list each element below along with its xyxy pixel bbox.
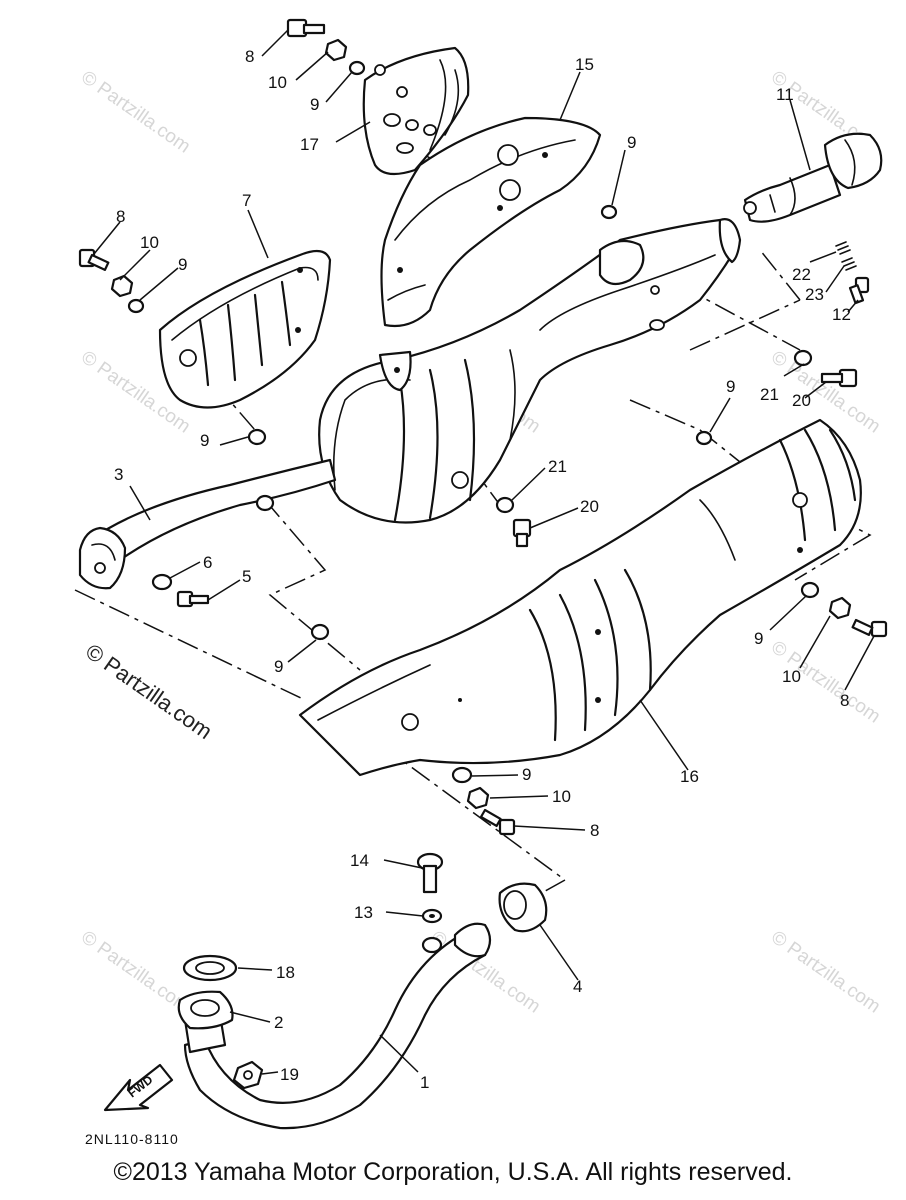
callout-9: 9 <box>178 255 187 274</box>
watermark-main: © Partzilla.com <box>81 639 217 745</box>
callout-17: 17 <box>300 135 319 154</box>
washer-9-top <box>348 60 366 76</box>
washer-9-right-mid <box>695 430 713 446</box>
callout-23: 23 <box>805 285 824 304</box>
spring-22 <box>835 241 851 255</box>
watermark-faint: © Partzilla.com <box>77 67 194 158</box>
washer-9-bottom <box>451 766 473 784</box>
bolt-8-left <box>78 248 110 271</box>
callout-21: 21 <box>548 457 567 476</box>
callout-3: 3 <box>114 465 123 484</box>
exhaust-joint-4 <box>498 882 548 933</box>
callout-9: 9 <box>310 95 319 114</box>
callout-21: 21 <box>760 385 779 404</box>
callout-12: 12 <box>832 305 851 324</box>
callout-10: 10 <box>552 787 571 806</box>
bolt-20-right <box>820 368 858 388</box>
spring-23 <box>841 257 857 271</box>
washer-9-low <box>310 623 330 641</box>
washer-21-center <box>495 496 515 514</box>
leader-lines <box>93 29 875 1075</box>
callout-8: 8 <box>590 821 599 840</box>
fwd-arrow-icon: FWD <box>103 1063 174 1112</box>
bolt-20-center <box>512 518 532 548</box>
bolt-8-top <box>286 18 326 38</box>
collar <box>421 936 443 954</box>
callout-14: 14 <box>350 851 369 870</box>
nut-10-top <box>324 38 348 62</box>
callout-8: 8 <box>116 207 125 226</box>
flange-2 <box>177 990 234 1030</box>
washer-6 <box>151 573 173 591</box>
silencer-cover-16 <box>298 418 862 777</box>
heat-guard-17 <box>362 46 470 176</box>
callout-16: 16 <box>680 767 699 786</box>
washer-13 <box>421 908 443 924</box>
washer-9-right-top <box>600 204 618 220</box>
callout-10: 10 <box>268 73 287 92</box>
callout-8: 8 <box>245 47 254 66</box>
watermark-faint: © Partzilla.com <box>767 927 884 1018</box>
callout-8: 8 <box>840 691 849 710</box>
nut-10-right <box>828 596 852 620</box>
callout-9: 9 <box>274 657 283 676</box>
washer-9-pipe <box>255 494 275 512</box>
header-pipe-1 <box>183 922 492 1130</box>
callout-18: 18 <box>276 963 295 982</box>
washer-21-right <box>793 349 813 367</box>
callout-6: 6 <box>203 553 212 572</box>
callout-7: 7 <box>242 191 251 210</box>
callout-15: 15 <box>575 55 594 74</box>
callout-2: 2 <box>274 1013 283 1032</box>
exhaust-pipe-3 <box>78 458 337 590</box>
callout-4: 4 <box>573 977 582 996</box>
heat-guard-7 <box>158 249 332 409</box>
callout-10: 10 <box>140 233 159 252</box>
bolt-8-bottom <box>479 808 516 836</box>
spark-arrestor-11 <box>743 132 883 223</box>
callout-19: 19 <box>280 1065 299 1084</box>
washer-9-left <box>127 298 145 314</box>
bolt-8-right <box>851 618 888 638</box>
muffler-body <box>318 218 742 524</box>
callout-10: 10 <box>782 667 801 686</box>
bolt-12 <box>848 276 870 305</box>
callout-9: 9 <box>200 431 209 450</box>
callout-13: 13 <box>354 903 373 922</box>
gasket-18 <box>182 954 238 982</box>
callout-20: 20 <box>792 391 811 410</box>
callout-9: 9 <box>522 765 531 784</box>
watermark-faint: © Partzilla.com <box>77 927 194 1018</box>
heat-protector-15 <box>380 116 602 328</box>
callout-20: 20 <box>580 497 599 516</box>
washer-9-mid <box>247 428 267 446</box>
bolt-5 <box>176 590 210 608</box>
bolt-14 <box>416 852 444 894</box>
callout-9: 9 <box>754 629 763 648</box>
callout-11: 11 <box>776 85 794 104</box>
nut-19 <box>232 1060 264 1090</box>
callout-22: 22 <box>792 265 811 284</box>
callout-labels: 8 10 9 17 15 9 11 22 23 12 7 8 10 9 9 3 … <box>114 47 851 1092</box>
callout-5: 5 <box>242 567 251 586</box>
nut-10-bottom <box>466 786 490 810</box>
washer-9-right-low <box>800 581 820 599</box>
diagram-code: 2NL110-8110 <box>85 1131 179 1147</box>
callout-9: 9 <box>627 133 636 152</box>
callout-1: 1 <box>420 1073 429 1092</box>
copyright-notice: ©2013 Yamaha Motor Corporation, U.S.A. A… <box>113 1158 793 1186</box>
callout-9: 9 <box>726 377 735 396</box>
